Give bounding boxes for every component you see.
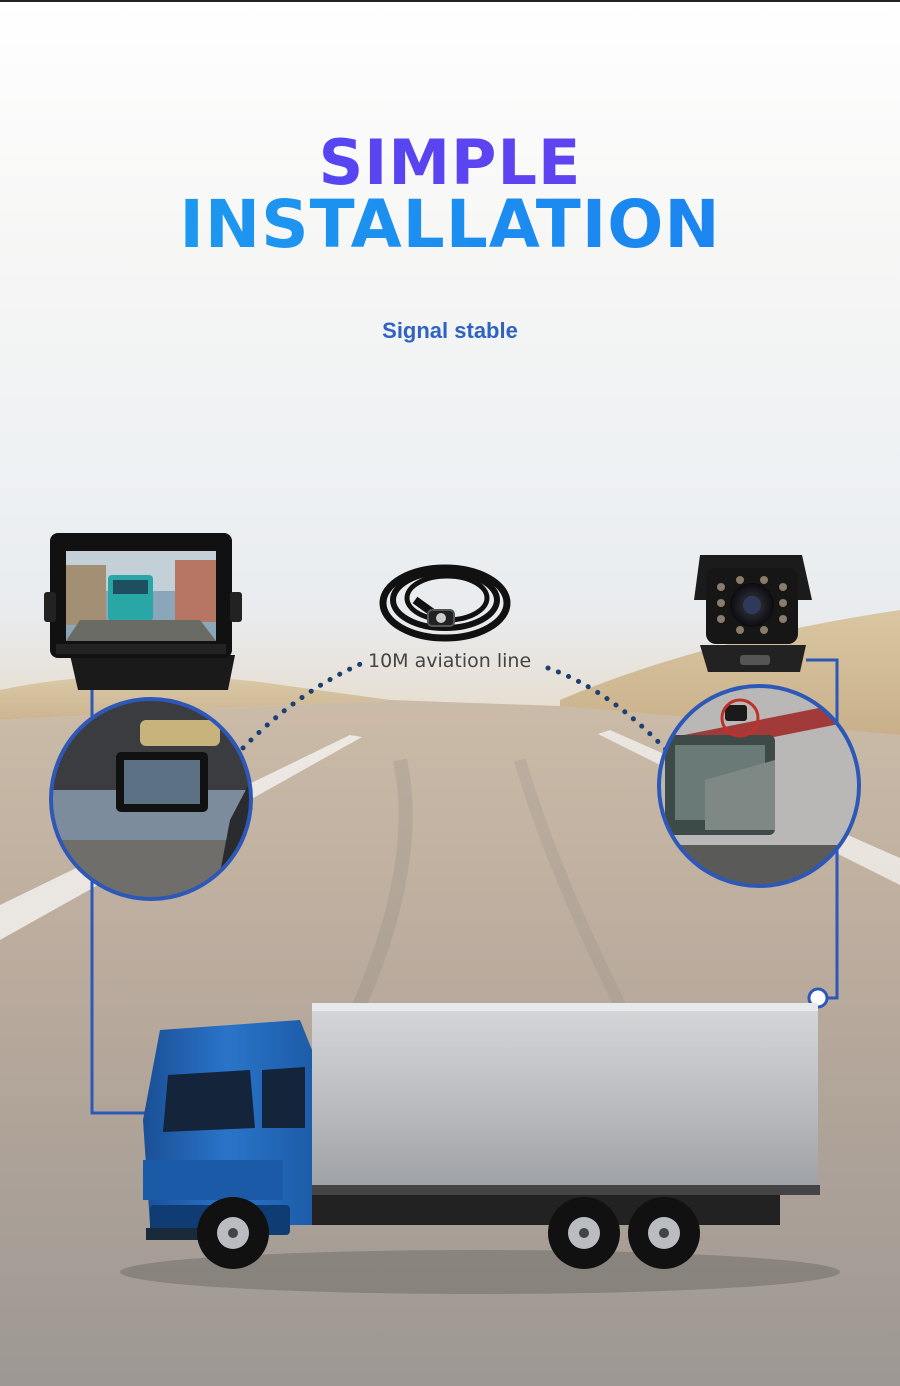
subtitle-signal-stable: Signal stable (382, 318, 518, 343)
rear-camera-product (694, 555, 812, 672)
signal-arc-dotted (240, 659, 671, 755)
title-line-installation: INSTALLATION (0, 186, 900, 263)
inset-camera-on-truck (657, 684, 861, 888)
delivery-truck (120, 1003, 840, 1294)
title-line-simple: SIMPLE (0, 126, 900, 199)
inset-monitor-in-cab (49, 697, 253, 901)
top-divider (0, 0, 900, 2)
aviation-cable-coil (379, 564, 511, 642)
monitor-product (44, 533, 242, 690)
cable-label: 10M aviation line (368, 650, 532, 672)
